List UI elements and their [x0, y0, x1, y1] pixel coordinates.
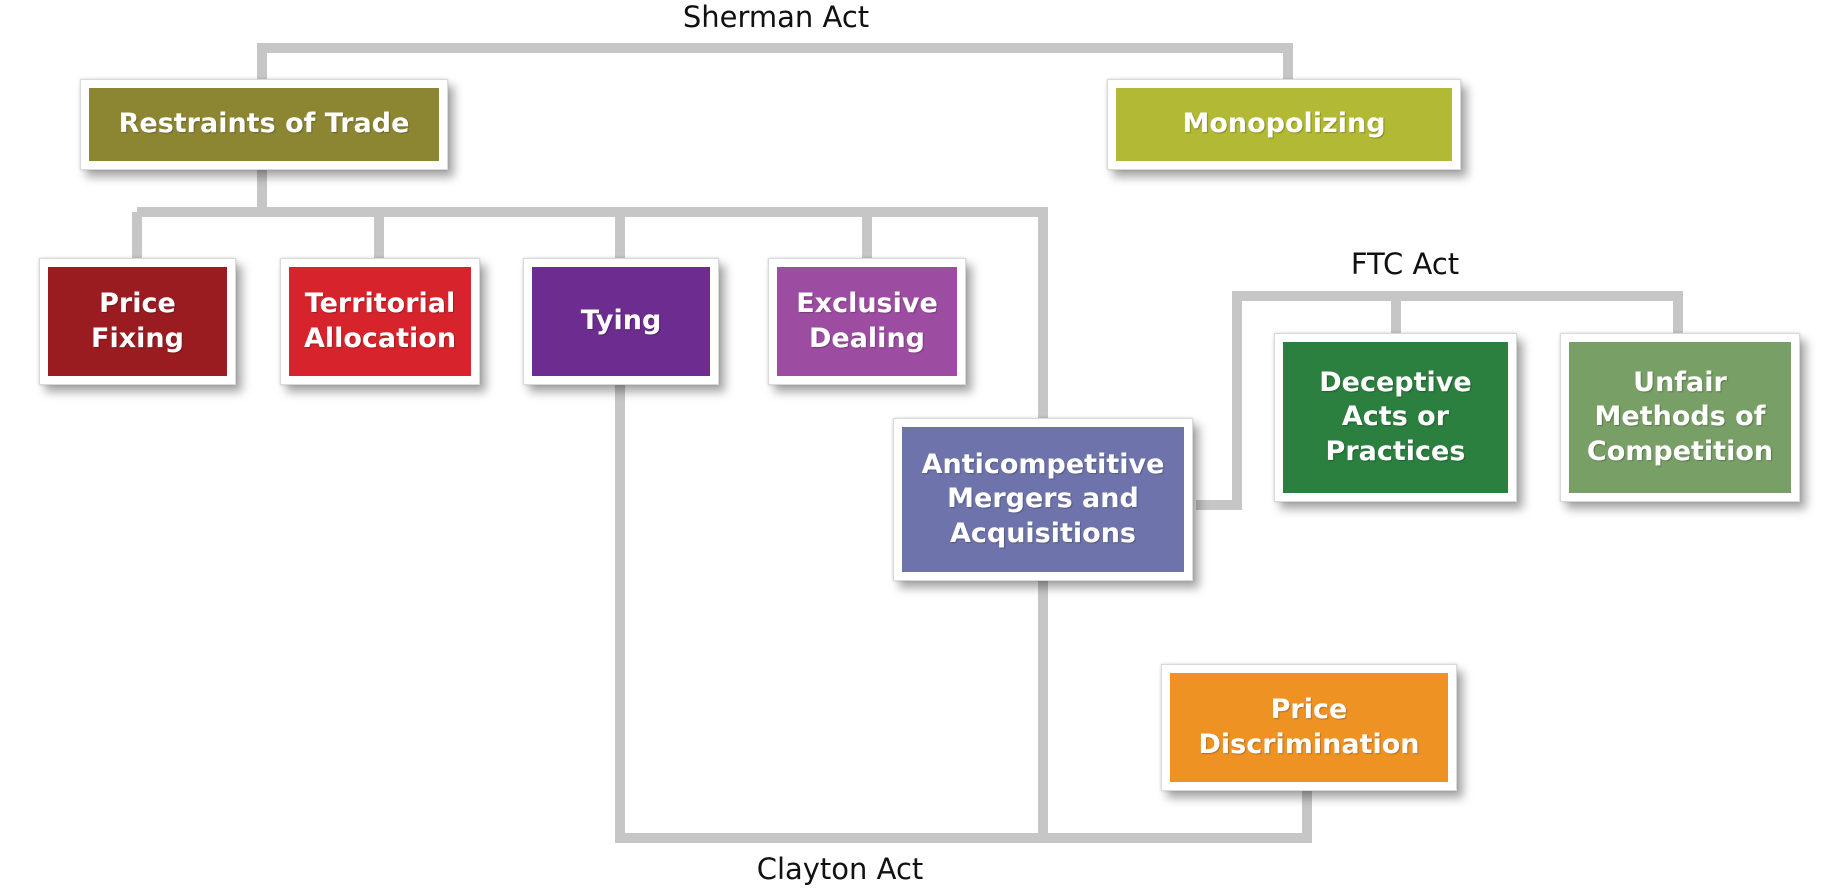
tying-label: Tying	[532, 267, 710, 376]
tying-box: Tying	[523, 258, 719, 385]
territorial-allocation-box: Territorial Allocation	[280, 258, 480, 385]
unfair-methods-label: Unfair Methods of Competition	[1569, 342, 1791, 493]
territorial-allocation-label: Territorial Allocation	[289, 267, 471, 376]
unfair-methods-box: Unfair Methods of Competition	[1560, 333, 1800, 502]
restraints-of-trade-label: Restraints of Trade	[89, 88, 439, 161]
restraints-bus	[137, 207, 1048, 420]
deceptive-acts-box: Deceptive Acts or Practices	[1274, 333, 1517, 502]
sherman-act-connector	[257, 43, 1293, 80]
monopolizing-label: Monopolizing	[1116, 88, 1452, 161]
anticompetitive-mergers-label: Anticompetitive Mergers and Acquisitions	[902, 427, 1184, 572]
deceptive-acts-label: Deceptive Acts or Practices	[1283, 342, 1508, 493]
clayton-act-label: Clayton Act	[756, 852, 924, 886]
sherman-act-label: Sherman Act	[682, 0, 870, 34]
price-fixing-label: Price Fixing	[48, 267, 227, 376]
monopolizing-box: Monopolizing	[1107, 79, 1461, 170]
anticompetitive-mergers-box: Anticompetitive Mergers and Acquisitions	[893, 418, 1193, 581]
exclusive-dealing-label: Exclusive Dealing	[777, 267, 957, 376]
ftc-act-label: FTC Act	[1350, 247, 1460, 281]
price-discrimination-label: Price Discrimination	[1170, 673, 1448, 782]
restraints-of-trade-box: Restraints of Trade	[80, 79, 448, 170]
price-discrimination-box: Price Discrimination	[1161, 664, 1457, 791]
clayton-act-connector	[615, 385, 1312, 843]
price-fixing-box: Price Fixing	[39, 258, 236, 385]
exclusive-dealing-box: Exclusive Dealing	[768, 258, 966, 385]
ftc-act-connector	[1196, 291, 1683, 510]
